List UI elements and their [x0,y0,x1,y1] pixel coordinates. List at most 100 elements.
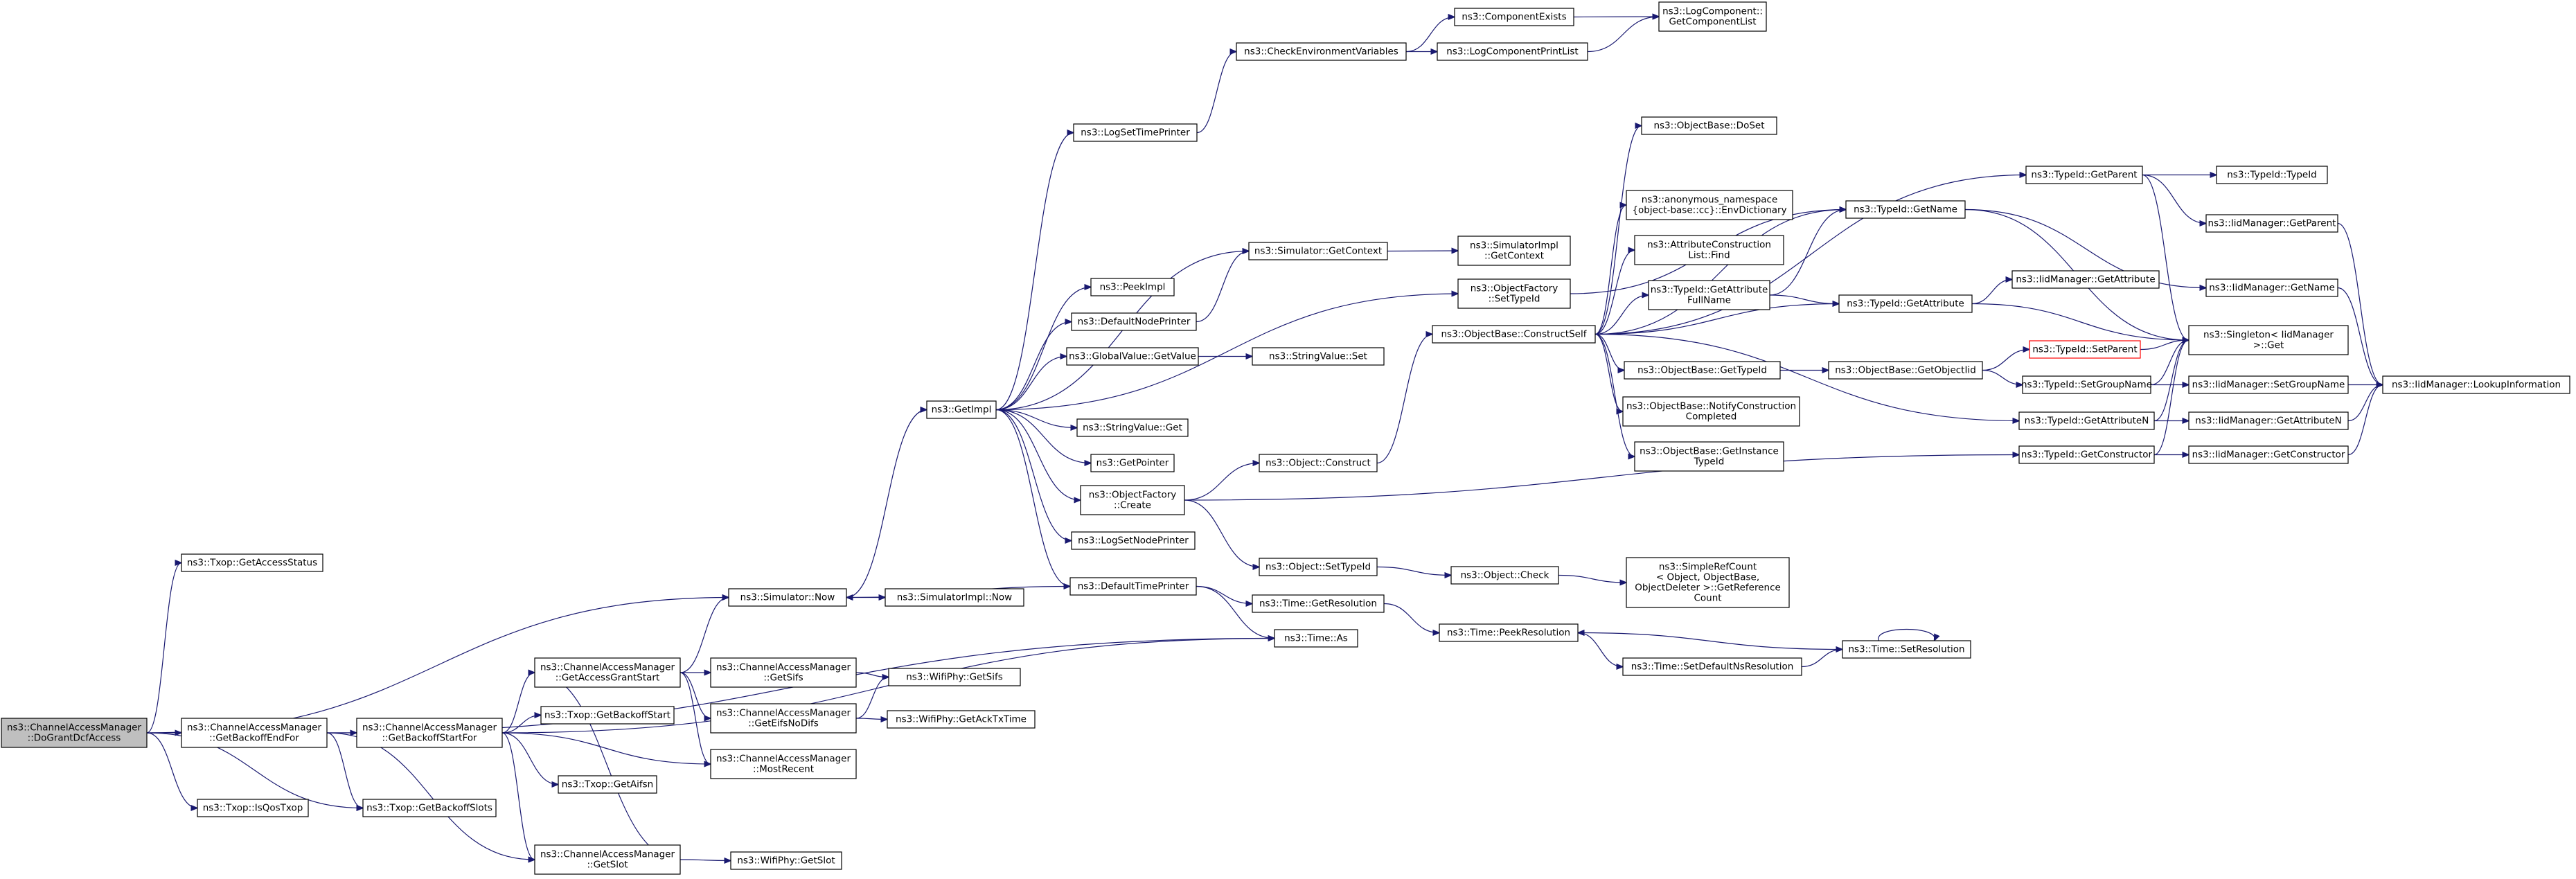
node-getBackoffSlots[interactable]: ns3::Txop::GetBackoffSlots [362,799,497,817]
node-box [1252,594,1385,613]
node-typeIdGetAttributeN[interactable]: ns3::TypeId::GetAttributeN [2018,411,2155,430]
node-getObjectIid[interactable]: ns3::ObjectBase::GetObjectIid [1828,361,1983,380]
node-typeIdGetConstructor[interactable]: ns3::TypeId::GetConstructor [2018,445,2155,464]
node-defaultNodePrinter[interactable]: ns3::DefaultNodePrinter [1071,312,1197,331]
node-stringValueGet[interactable]: ns3::StringValue::Get [1076,418,1189,437]
node-box [1252,347,1385,366]
node-mostRecent[interactable]: ns3::ChannelAccessManager::MostRecent [710,749,857,779]
node-objectCheck[interactable]: ns3::Object::Check [1450,566,1559,585]
node-iidSetGroupName[interactable]: ns3::IidManager::SetGroupName [2188,375,2349,394]
node-label: ::MostRecent [753,764,814,775]
node-getAccessGrantStart[interactable]: ns3::ChannelAccessManager::GetAccessGran… [534,657,681,688]
node-objectSetTypeId[interactable]: ns3::Object::SetTypeId [1259,558,1378,576]
node-root[interactable]: ns3::ChannelAccessManager::DoGrantDcfAcc… [1,718,148,748]
node-peekImpl[interactable]: ns3::PeekImpl [1090,278,1175,296]
call-edge [995,409,1091,463]
node-objectFactorySetTypeId[interactable]: ns3::ObjectFactory::SetTypeId [1457,278,1571,309]
node-box [1828,361,1983,380]
call-edge [1184,455,2019,501]
node-iidGetName[interactable]: ns3::IidManager::GetName [2205,278,2338,297]
node-getSlot[interactable]: ns3::ChannelAccessManager::GetSlot [534,844,681,875]
edge-getObjectIid-to-typeIdSetParent [1982,350,2029,371]
node-typeIdSetGroupName[interactable]: ns3::TypeId::SetGroupName [2021,375,2152,394]
node-componentExists[interactable]: ns3::ComponentExists [1454,8,1574,26]
node-timePeekResolution[interactable]: ns3::Time::PeekResolution [1439,623,1579,642]
call-edge [995,294,1458,411]
node-objectBaseDoSet[interactable]: ns3::ObjectBase::DoSet [1641,116,1777,135]
edge-objectFactoryCreate-to-objectConstruct [1184,463,1259,501]
node-iidGetAttribute[interactable]: ns3::IidManager::GetAttribute [2011,270,2160,289]
node-box [1248,242,1388,260]
node-simImplNow[interactable]: ns3::SimulatorImpl::Now [885,588,1024,607]
node-iidLookupInformation[interactable]: ns3::IidManager::LookupInformation [2382,375,2570,394]
node-typeIdSetParent[interactable]: ns3::TypeId::SetParent [2029,340,2141,359]
node-typeIdGetName[interactable]: ns3::TypeId::GetName [1845,200,1966,219]
node-iidGetConstructor[interactable]: ns3::IidManager::GetConstructor [2188,445,2349,464]
node-defaultTimePrinter[interactable]: ns3::DefaultTimePrinter [1069,577,1197,596]
node-notifyConstructionCompleted[interactable]: ns3::ObjectBase::NotifyConstructionCompl… [1622,396,1800,427]
call-edge [1801,650,1842,668]
node-getBackoffStart[interactable]: ns3::Txop::GetBackoffStart [540,706,675,725]
call-edge [679,860,731,861]
node-globalValueGetValue[interactable]: ns3::GlobalValue::GetValue [1066,347,1199,366]
node-typeIdGetParent[interactable]: ns3::TypeId::GetParent [2025,166,2143,184]
node-stringValueSet[interactable]: ns3::StringValue::Set [1252,347,1385,366]
call-edge [1383,603,1439,633]
node-box [181,553,323,572]
call-edge [1376,566,1451,576]
node-objectFactoryCreate[interactable]: ns3::ObjectFactory::Create [1080,485,1185,515]
node-simpleRefCount[interactable]: ns3::SimpleRefCount< Object, ObjectBase,… [1626,557,1790,608]
node-envDictionary[interactable]: ns3::anonymous_namespace{object-base::cc… [1626,190,1793,220]
node-wifiGetAckTxTime[interactable]: ns3::WifiPhy::GetAckTxTime [887,710,1036,729]
node-checkEnvVars[interactable]: ns3::CheckEnvironmentVariables [1236,42,1407,61]
edge-timeGetResolution-to-timePeekResolution [1383,603,1439,633]
edge-constructSelf-to-attrConstructionFind [1595,250,1635,335]
node-getBackoffEndFor[interactable]: ns3::ChannelAccessManager::GetBackoffEnd… [181,718,328,748]
node-label: ns3::LogComponentPrintList [1446,46,1578,57]
node-logSetNodePrinter[interactable]: ns3::LogSetNodePrinter [1071,531,1196,550]
node-timeGetResolution[interactable]: ns3::Time::GetResolution [1252,594,1385,613]
node-box [1,718,148,748]
node-iidGetParent[interactable]: ns3::IidManager::GetParent [2205,214,2338,233]
node-isQosTxop[interactable]: ns3::Txop::IsQosTxop [197,799,309,817]
call-edge [1184,463,1259,501]
node-box [885,588,1024,607]
node-getAifsn[interactable]: ns3::Txop::GetAifsn [558,775,657,794]
node-timeSetDefaultNsResolution[interactable]: ns3::Time::SetDefaultNsResolution [1622,657,1802,676]
node-objectBaseGetTypeId[interactable]: ns3::ObjectBase::GetTypeId [1624,361,1781,380]
node-label: Completed [1686,411,1737,423]
node-timeSetResolution[interactable]: ns3::Time::SetResolution [1842,640,1971,659]
edge-timeSetResolution-to-timeSetResolution [1878,628,1935,641]
node-simGetContext[interactable]: ns3::Simulator::GetContext [1248,242,1388,260]
node-getBackoffStartFor[interactable]: ns3::ChannelAccessManager::GetBackoffSta… [356,718,503,748]
node-logSetTimePrinter[interactable]: ns3::LogSetTimePrinter [1073,123,1198,142]
node-typeIdTypeId[interactable]: ns3::TypeId::TypeId [2216,166,2328,184]
node-singletonGet[interactable]: ns3::Singleton< IidManager>::Get [2188,325,2349,355]
node-objectConstruct[interactable]: ns3::Object::Construct [1259,454,1378,472]
node-getEifsNoDifs[interactable]: ns3::ChannelAccessManager::GetEifsNoDifs [710,703,857,734]
call-edge [501,732,535,860]
node-wifiGetSlot[interactable]: ns3::WifiPhy::GetSlot [730,851,842,870]
call-edge [855,672,889,677]
node-box [197,799,309,817]
node-typeIdGetAttribute[interactable]: ns3::TypeId::GetAttribute [1838,294,1973,313]
node-iidGetAttributeN[interactable]: ns3::IidManager::GetAttributeN [2188,411,2349,430]
edge-objectConstruct-to-constructSelf [1376,335,1432,464]
node-getAccessStatus[interactable]: ns3::Txop::GetAccessStatus [181,553,323,572]
node-box [887,710,1036,729]
node-logComponentPrintList[interactable]: ns3::LogComponentPrintList [1437,42,1588,61]
node-box [1457,278,1571,309]
node-getSifs[interactable]: ns3::ChannelAccessManager::GetSifs [710,657,857,688]
node-timeAs[interactable]: ns3::Time::As [1274,629,1358,648]
node-simImplGetContext[interactable]: ns3::SimulatorImpl::GetContext [1457,236,1571,266]
node-getImpl[interactable]: ns3::GetImpl [926,400,997,419]
node-wifiGetSifs[interactable]: ns3::WifiPhy::GetSifs [888,668,1021,686]
node-simNow[interactable]: ns3::Simulator::Now [728,588,847,607]
node-getPointer[interactable]: ns3::GetPointer [1090,454,1175,472]
node-constructSelf[interactable]: ns3::ObjectBase::ConstructSelf [1432,325,1596,344]
node-getComponentList[interactable]: ns3::LogComponent::GetComponentList [1658,1,1767,32]
node-box [534,657,681,688]
